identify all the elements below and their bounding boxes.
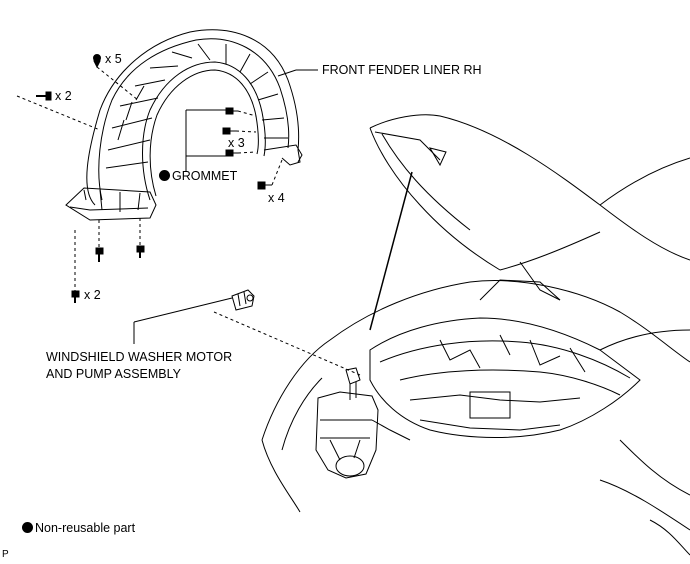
corner-code: P: [2, 549, 9, 560]
screw-icon: [257, 181, 272, 190]
engine-drawing: [369, 279, 690, 438]
clip-quantity: x 5: [105, 52, 122, 66]
screw-quantity-right: x 4: [268, 191, 285, 205]
clip-icon: [93, 54, 101, 69]
bolt-icon: [136, 245, 145, 258]
legend-text: Non-reusable part: [35, 521, 136, 535]
leader-lines: [133, 69, 318, 344]
non-reusable-dot-icon: [159, 170, 170, 181]
fender-liner-label: FRONT FENDER LINER RH: [322, 63, 482, 77]
bolt-icon: [95, 247, 104, 262]
washer-motor-drawing: [231, 289, 255, 311]
vehicle-body-drawing: [261, 280, 690, 556]
legend-dot-icon: [22, 522, 33, 533]
fastener-icons: [36, 54, 272, 303]
grommet-label: GROMMET: [159, 169, 237, 183]
grommet-screw-icon: [222, 127, 236, 135]
grommet-screw-icon: [225, 107, 238, 115]
washer-tank-drawing: [315, 367, 411, 479]
hood-stay-rod: [369, 171, 413, 331]
screw-icon: [36, 91, 52, 101]
grommet-screw-icon: [225, 149, 238, 157]
assembly-lines: [16, 66, 361, 376]
grommet-label-text: GROMMET: [172, 169, 238, 183]
legend: Non-reusable part: [22, 521, 135, 535]
vehicle-hood-drawing: [369, 114, 690, 301]
washer-motor-label-line2: AND PUMP ASSEMBLY: [46, 367, 181, 381]
washer-motor-label-line1: WINDSHIELD WASHER MOTOR: [46, 350, 233, 364]
bolt-quantity-bottom: x 2: [84, 288, 101, 302]
bolt-icon: [71, 290, 80, 303]
fender-liner-drawing: [65, 29, 303, 221]
grommet-screw-quantity: x 3: [228, 136, 245, 150]
screw-quantity-left: x 2: [55, 89, 72, 103]
